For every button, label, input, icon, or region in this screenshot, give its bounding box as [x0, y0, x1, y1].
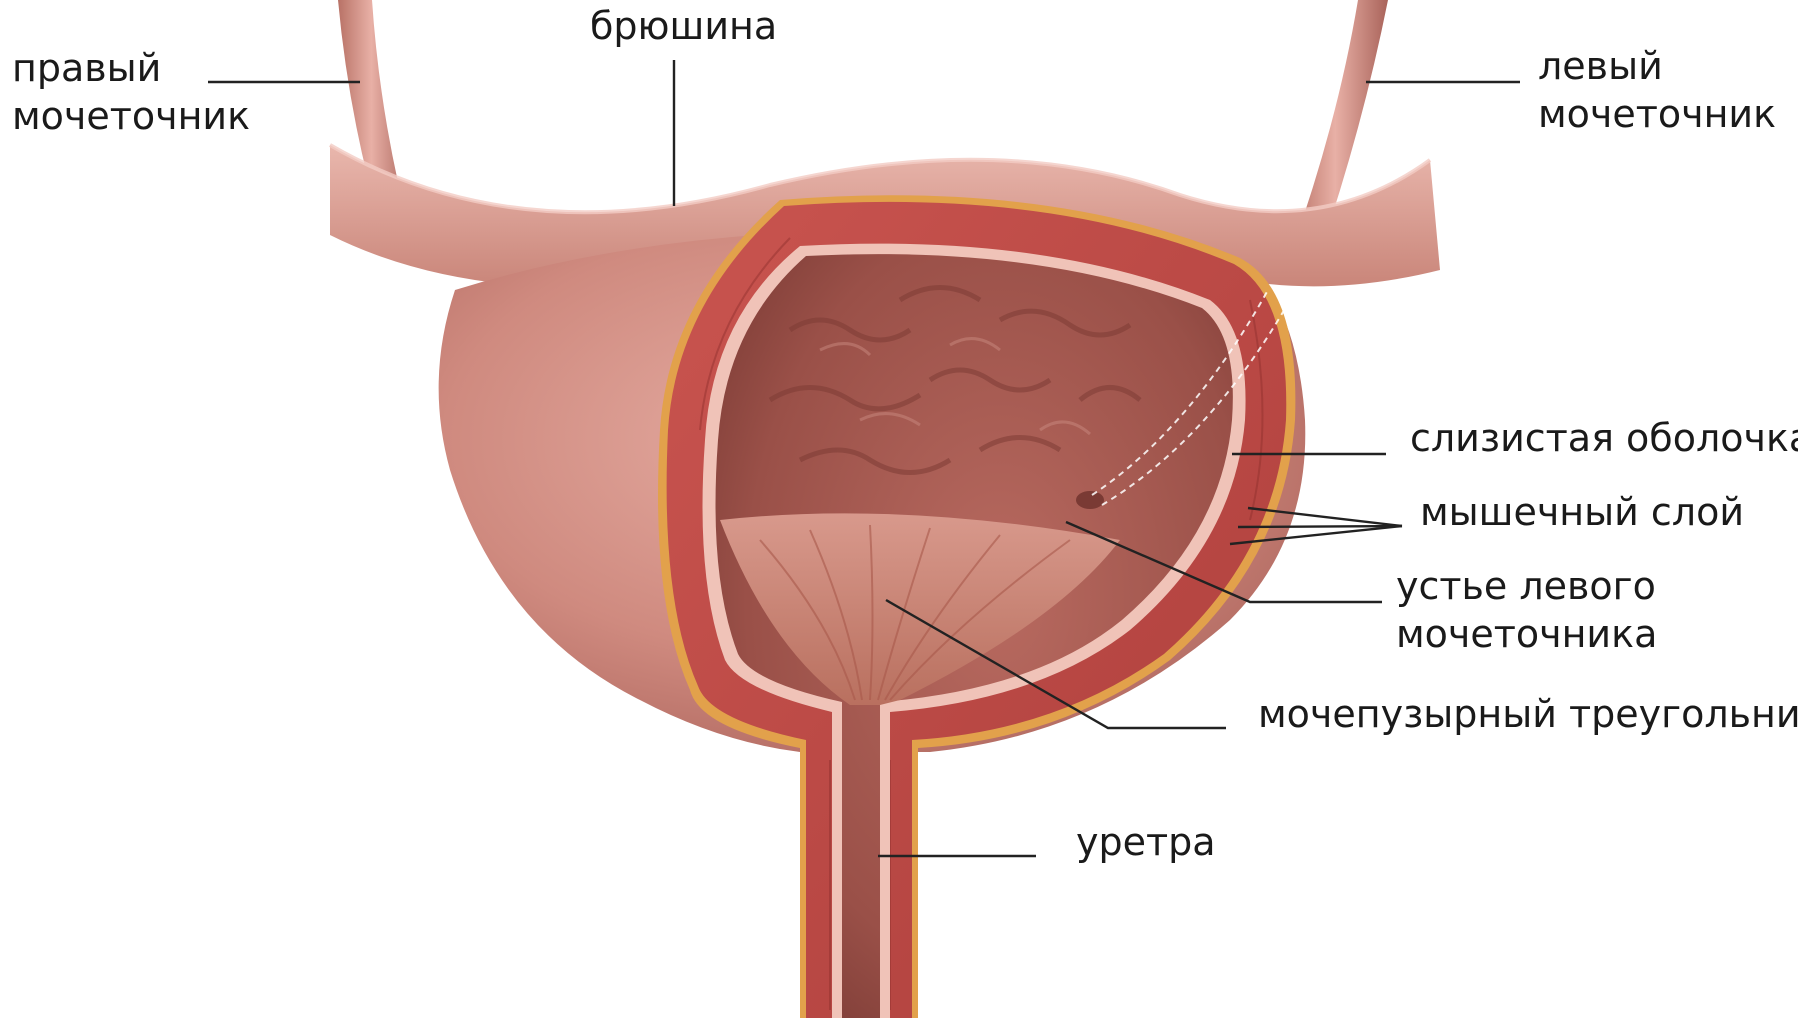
label-right-ureter-line2: мочеточник [12, 92, 250, 140]
label-left-ureter: левый мочеточник [1538, 42, 1776, 138]
label-muscle-layer: мышечный слой [1420, 488, 1744, 536]
label-ureter-orifice: устье левого мочеточника [1396, 562, 1657, 658]
label-right-ureter: правый мочеточник [12, 44, 250, 140]
label-peritoneum: брюшина [590, 2, 777, 50]
label-left-ureter-line1: левый [1538, 42, 1776, 90]
label-mucosa: слизистая оболочка [1410, 414, 1798, 462]
label-ureter-orifice-line2: мочеточника [1396, 610, 1657, 658]
label-trigone: мочепузырный треугольник [1258, 690, 1798, 738]
label-right-ureter-line1: правый [12, 44, 250, 92]
ureter-orifice-shape [1076, 491, 1104, 509]
label-ureter-orifice-line1: устье левого [1396, 562, 1657, 610]
label-left-ureter-line2: мочеточник [1538, 90, 1776, 138]
label-urethra: уретра [1076, 818, 1216, 866]
